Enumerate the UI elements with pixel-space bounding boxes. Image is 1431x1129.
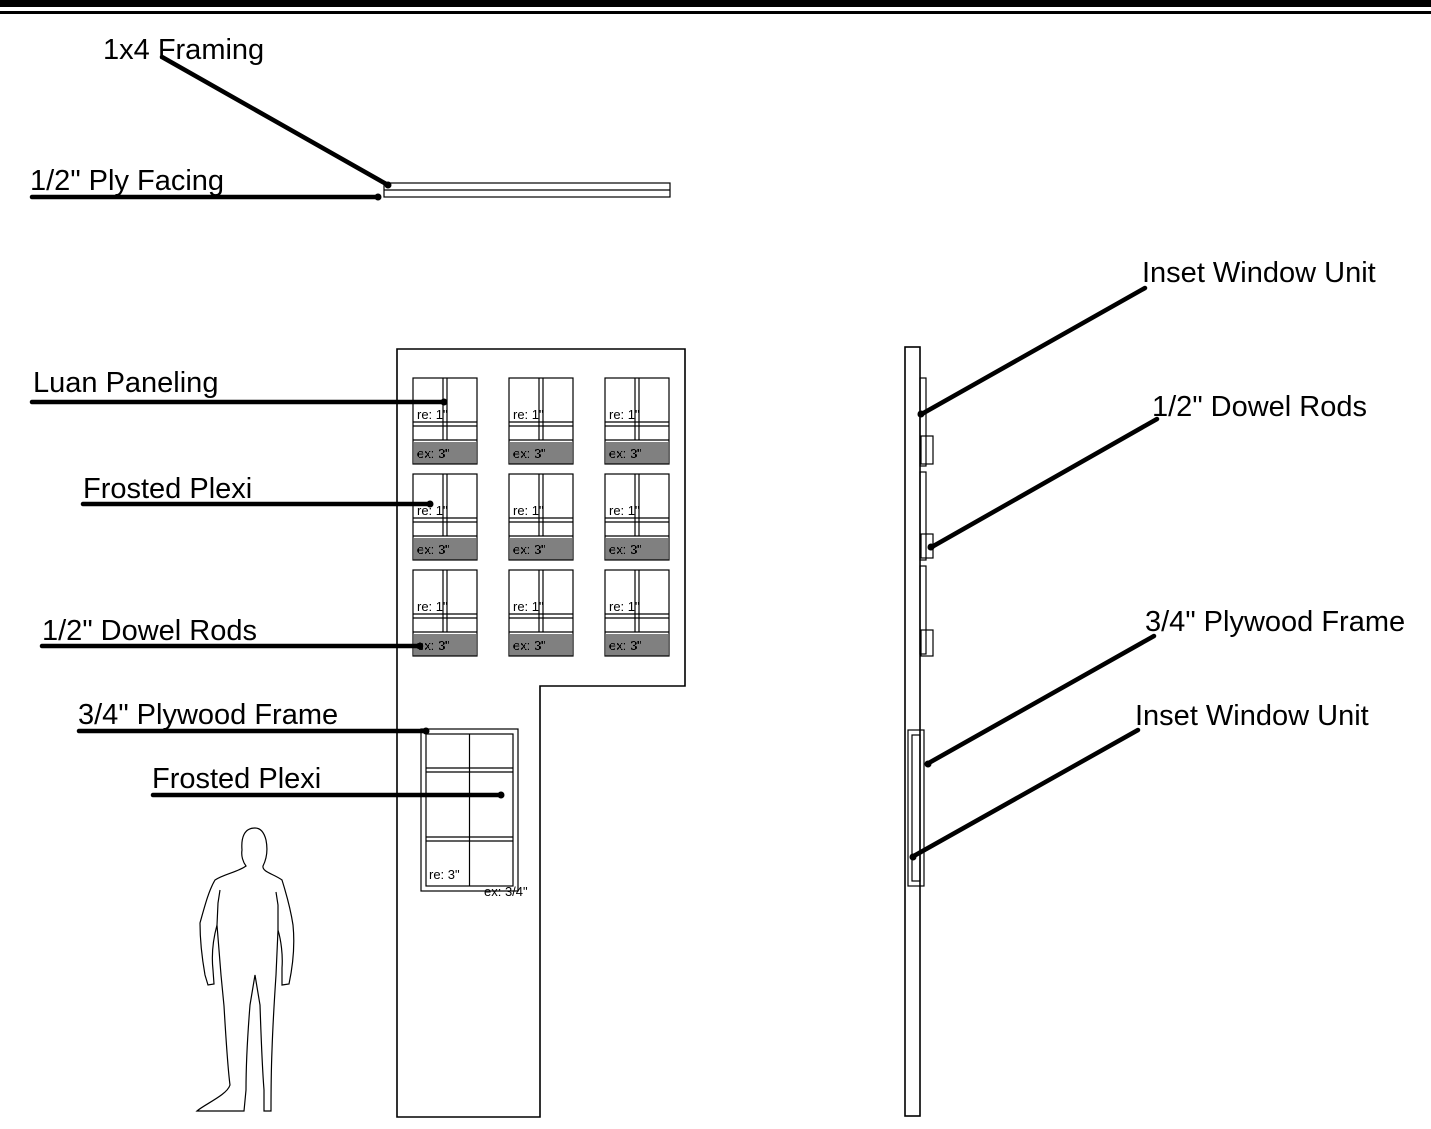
window-ex-dim: ex: 3" <box>513 446 546 461</box>
window-ex-dim: ex: 3" <box>513 542 546 557</box>
window-unit: re: 1" ex: 3" <box>508 569 574 657</box>
window-unit: re: 1" ex: 3" <box>604 377 670 465</box>
lower-window-unit <box>420 728 519 892</box>
lower-window-ex-dim: ex: 3/4" <box>484 884 528 899</box>
front-elevation: re: 3" ex: 3/4" re: 1" ex: 3" re: 1" ex: 3"… <box>29 348 686 1118</box>
label-frosted-plexi-upper: Frosted Plexi <box>83 473 252 505</box>
plan-view <box>29 54 671 201</box>
lower-window-re-dim: re: 3" <box>429 867 460 882</box>
window-re-dim: re: 1" <box>513 407 544 422</box>
window-re-dim: re: 1" <box>513 503 544 518</box>
window-re-dim: re: 1" <box>609 503 640 518</box>
window-unit: re: 1" ex: 3" <box>412 377 478 465</box>
figure-arm-detail-right <box>275 891 279 930</box>
figure-arm-detail-left <box>216 889 221 926</box>
window-unit: re: 1" ex: 3" <box>604 473 670 561</box>
label-ply-facing: 1/2" Ply Facing <box>30 165 224 197</box>
window-ex-dim: ex: 3" <box>513 638 546 653</box>
label-1x4-framing: 1x4 Framing <box>103 34 264 66</box>
window-re-dim: re: 1" <box>609 407 640 422</box>
label-plywood-frame-left: 3/4" Plywood Frame <box>78 699 338 731</box>
window-ex-dim: ex: 3" <box>609 542 642 557</box>
human-scale-figure <box>195 827 295 1112</box>
window-ex-dim: ex: 3" <box>417 446 450 461</box>
window-re-dim: re: 1" <box>513 599 544 614</box>
window-ex-dim: ex: 3" <box>417 638 450 653</box>
window-unit: re: 1" ex: 3" <box>412 569 478 657</box>
window-unit: re: 1" ex: 3" <box>508 377 574 465</box>
window-unit: re: 1" ex: 3" <box>508 473 574 561</box>
label-dowel-rods-left: 1/2" Dowel Rods <box>42 615 257 647</box>
label-luan-paneling: Luan Paneling <box>33 367 218 399</box>
window-re-dim: re: 1" <box>417 503 448 518</box>
label-plywood-frame-right: 3/4" Plywood Frame <box>1145 606 1405 638</box>
window-re-dim: re: 1" <box>609 599 640 614</box>
window-unit: re: 1" ex: 3" <box>604 569 670 657</box>
window-ex-dim: ex: 3" <box>609 638 642 653</box>
window-unit: re: 1" ex: 3" <box>412 473 478 561</box>
label-dowel-rods-right: 1/2" Dowel Rods <box>1152 391 1367 423</box>
label-inset-window-unit-lower: Inset Window Unit <box>1135 700 1369 732</box>
window-ex-dim: ex: 3" <box>609 446 642 461</box>
title-border <box>0 0 1431 14</box>
window-grid: re: 1"ex: 3"re: 1"ex: 3"re: 1"ex: 3"re: … <box>412 377 670 657</box>
window-re-dim: re: 1" <box>417 407 448 422</box>
window-re-dim: re: 1" <box>417 599 448 614</box>
label-frosted-plexi-lower: Frosted Plexi <box>152 763 321 795</box>
window-ex-dim: ex: 3" <box>417 542 450 557</box>
label-inset-window-unit-upper: Inset Window Unit <box>1142 257 1376 289</box>
side-section <box>904 285 1160 1117</box>
